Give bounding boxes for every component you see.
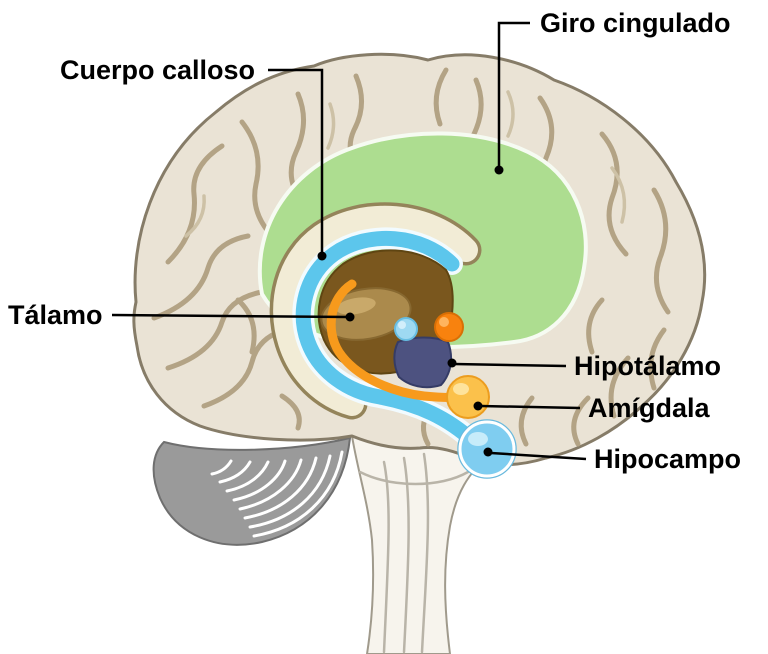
gyrus-fold <box>599 131 629 257</box>
thalamus-highlight <box>336 297 376 315</box>
thalamus <box>320 287 412 341</box>
blue-nucleus-highlight <box>398 321 406 329</box>
gyrus-fold <box>648 327 667 391</box>
leader-dot-giro-cingulado <box>494 165 504 175</box>
corpus-callosum-fill <box>273 205 478 416</box>
label-talamo: Tálamo <box>8 300 103 330</box>
blue-nucleus <box>394 317 418 341</box>
leader-line-amigdala <box>480 404 581 410</box>
label-hipocampo: Hipocampo <box>594 444 741 474</box>
gyrus-fold-light <box>326 102 336 150</box>
blue-nucleus-group <box>394 317 418 341</box>
amygdala <box>446 375 490 419</box>
leader-dot-hipocampo <box>483 447 493 457</box>
cerebellum-stripe <box>252 450 344 538</box>
label-cuerpo-calloso: Cuerpo calloso <box>60 55 255 85</box>
gyrus-fold <box>151 233 251 321</box>
cerebellum-stripe <box>225 460 270 493</box>
leader-line-hipotalamo <box>453 362 567 368</box>
leader-lines <box>111 21 587 461</box>
corpus-callosum-band <box>269 202 482 420</box>
gyrus-fold-light <box>184 194 206 238</box>
leader-line-cuerpo-calloso <box>268 68 324 256</box>
orange-nucleus-highlight <box>439 317 449 327</box>
gyrus-fold-light <box>610 166 627 224</box>
hypothalamus <box>393 336 453 389</box>
brainstem-striation <box>382 460 390 654</box>
leader-line-giro-cingulado <box>497 21 530 170</box>
cerebellum <box>152 436 352 546</box>
gyrus-fold <box>651 187 671 315</box>
cerebellum-stripe <box>232 459 287 502</box>
gyrus-fold <box>201 327 287 409</box>
fornix-band-fill <box>295 230 482 450</box>
cerebellum-stripe <box>243 456 318 520</box>
labels: Giro cingulado Cuerpo calloso Tálamo Hip… <box>8 8 741 474</box>
cerebellum-stripe <box>210 459 233 476</box>
gyrus-fold <box>433 67 449 127</box>
gyrus-fold <box>235 297 257 355</box>
cerebellum-stripe <box>238 458 303 511</box>
cerebellum-shape <box>152 436 352 546</box>
gyrus-fold-light <box>506 90 515 138</box>
brainstem-striation <box>420 452 430 654</box>
cerebellum-stripe <box>248 454 332 529</box>
label-hipotalamo: Hipotálamo <box>574 351 721 381</box>
leader-dot-talamo <box>345 312 355 322</box>
gyrus-fold <box>586 297 605 355</box>
gyrus-fold <box>165 289 265 371</box>
leader-dot-amigdala <box>473 401 483 411</box>
orange-nucleus-group <box>434 312 464 342</box>
hippocampus-outer-ring <box>457 419 517 479</box>
gyrus-fold <box>279 393 302 431</box>
amygdala-highlight <box>453 383 469 395</box>
gyrus-fold <box>165 143 225 265</box>
leader-dot-hipotalamo <box>447 358 457 368</box>
label-amigdala: Amígdala <box>588 393 711 423</box>
gyrus-fold <box>608 355 631 419</box>
gyrus-fold <box>571 395 591 447</box>
orange-nucleus <box>434 312 464 342</box>
fornix-band <box>292 227 485 453</box>
amygdala-group <box>446 375 490 419</box>
stria-terminalis <box>326 279 471 402</box>
label-giro-cingulado: Giro cingulado <box>540 8 731 38</box>
gyrus-fold <box>518 395 535 447</box>
hippocampus-highlight <box>468 432 488 446</box>
gyrus-fold <box>239 119 275 239</box>
leader-line-talamo <box>111 313 351 319</box>
leader-line-hipocampo <box>490 451 587 461</box>
brainstem-striation <box>402 456 410 654</box>
leader-dot-cuerpo-calloso <box>317 251 327 261</box>
pons-curve <box>358 470 470 486</box>
cerebellum-stripe <box>218 460 252 484</box>
thalamus-group <box>320 287 412 341</box>
